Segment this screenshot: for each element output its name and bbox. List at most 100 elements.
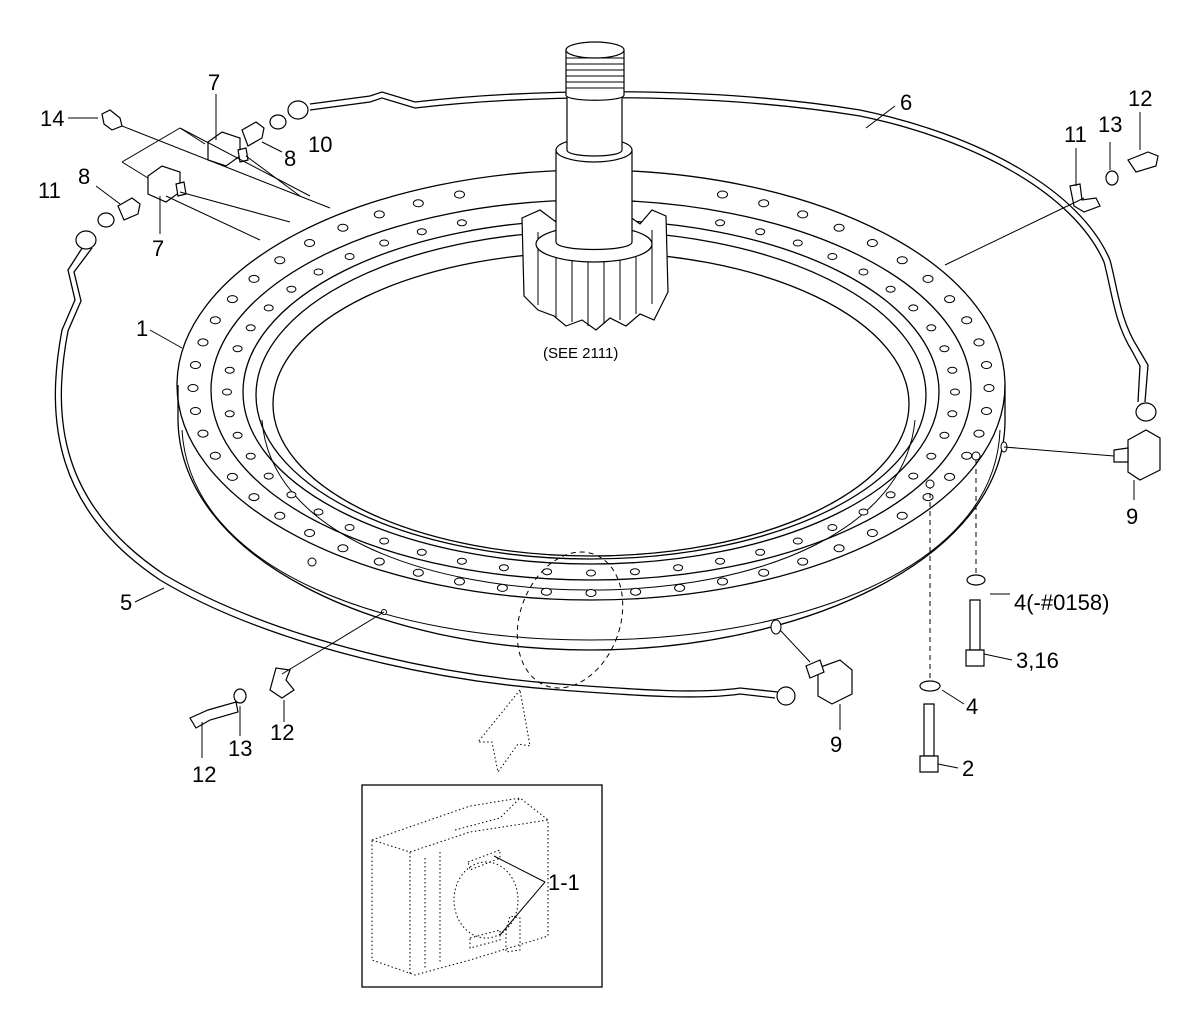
bolt-hole bbox=[908, 472, 919, 480]
bolt-hole bbox=[908, 304, 919, 312]
bolt-hole bbox=[540, 587, 552, 596]
callout-10-lower: 11 bbox=[38, 178, 61, 203]
bolt-hole bbox=[416, 228, 427, 236]
detail-view bbox=[361, 784, 603, 988]
bolt-hole bbox=[973, 429, 985, 438]
fitting-parts-right-top bbox=[944, 151, 1159, 266]
leader-lines-left bbox=[121, 125, 331, 241]
bolt-hole bbox=[412, 199, 424, 208]
bolt-hole bbox=[304, 239, 316, 247]
callout-1: 1 bbox=[136, 316, 148, 341]
bolt-hole bbox=[858, 508, 869, 516]
bolt-hole bbox=[286, 491, 297, 499]
bolt-hole bbox=[274, 511, 286, 520]
bolt-hole bbox=[885, 285, 896, 293]
bolt-hole bbox=[758, 568, 770, 577]
bolt-hole bbox=[922, 274, 934, 283]
callout-2: 2 bbox=[962, 756, 974, 781]
bolt-hole bbox=[373, 557, 385, 566]
bolt-hole bbox=[209, 451, 221, 460]
bolt-hole bbox=[858, 268, 869, 276]
bolt-hole bbox=[245, 324, 256, 332]
callout-8-lower: 8 bbox=[78, 164, 90, 189]
bolt-hole bbox=[717, 190, 728, 199]
bolt-hole bbox=[337, 223, 349, 232]
fitting-parts-left-bottom bbox=[189, 611, 385, 729]
bolt-hole bbox=[961, 451, 973, 460]
bolt-hole bbox=[232, 345, 243, 353]
bolt-hole bbox=[755, 228, 766, 236]
bolt-hole bbox=[792, 537, 803, 545]
bolt-hole bbox=[866, 239, 878, 247]
callout-4-a: 4 bbox=[966, 694, 978, 719]
bolt-hole bbox=[313, 508, 324, 516]
callout-12-left: 12 bbox=[192, 762, 216, 787]
bolt-hole bbox=[542, 568, 553, 576]
bolt-hole bbox=[947, 366, 958, 374]
bolt-hole bbox=[797, 557, 809, 566]
callout-7-lower: 7 bbox=[152, 236, 164, 261]
bolt-hole bbox=[190, 361, 201, 369]
bolt-hole bbox=[344, 253, 355, 260]
callout-13-left: 13 bbox=[228, 736, 252, 761]
callout-1-1: 1-1 bbox=[548, 870, 580, 895]
reference-note: (SEE 2111) bbox=[543, 345, 618, 362]
callout-labels: 14 7 8 10 8 11 7 1 5 6 11 13 12 9 4(-#01… bbox=[38, 70, 1152, 895]
bolt-hole bbox=[416, 548, 427, 556]
bolt-hole bbox=[263, 472, 274, 480]
bolt-hole bbox=[939, 345, 950, 353]
inner-bolt-holes bbox=[222, 219, 960, 577]
callout-8-upper: 8 bbox=[284, 146, 296, 171]
callout-4-b: 4(-#0158) bbox=[1014, 590, 1109, 615]
grease-line-5 bbox=[54, 241, 779, 699]
bolt-hole bbox=[222, 388, 232, 396]
callout-13-right: 13 bbox=[1098, 112, 1122, 137]
bolt-hole bbox=[926, 324, 937, 332]
callout-12-right: 12 bbox=[1128, 86, 1152, 111]
bolt-hole bbox=[304, 529, 316, 537]
bolt-hole bbox=[922, 493, 934, 502]
bolt-hole bbox=[939, 431, 950, 439]
bolt-hole bbox=[209, 316, 221, 325]
bolt-hole bbox=[674, 583, 686, 592]
callout-9-right: 9 bbox=[1126, 504, 1138, 529]
detail-arrow bbox=[476, 688, 531, 774]
bolt-hole bbox=[797, 210, 809, 219]
bolt-hole bbox=[190, 407, 201, 415]
bolt-hole bbox=[224, 410, 235, 418]
bolt-hole bbox=[344, 524, 355, 531]
bolt-hole bbox=[226, 295, 238, 304]
bolt-hole bbox=[944, 472, 956, 481]
bolt-hole bbox=[758, 199, 770, 208]
grease-port-b bbox=[971, 451, 981, 461]
bolt-hole bbox=[187, 384, 199, 392]
bolt-hole bbox=[456, 557, 467, 565]
callout-7-upper: 7 bbox=[208, 70, 220, 95]
bolt-hole bbox=[896, 511, 908, 520]
bolt-hole bbox=[454, 577, 465, 586]
bolt-hole bbox=[926, 452, 937, 460]
bolt-hole bbox=[496, 583, 508, 592]
bolt-hole bbox=[197, 429, 209, 438]
outer-bolt-holes bbox=[187, 190, 995, 597]
callout-leaders bbox=[68, 94, 1141, 769]
bolt-hole bbox=[981, 361, 992, 369]
bolt-hole bbox=[866, 529, 878, 537]
bolt-hole bbox=[498, 564, 509, 572]
bolt-hole bbox=[673, 564, 684, 572]
bolt-hole bbox=[981, 407, 992, 415]
bolt-hole bbox=[248, 274, 260, 283]
callout-6: 6 bbox=[900, 90, 912, 115]
bolt-hole bbox=[827, 524, 838, 531]
fitting-part-9-bottom bbox=[776, 629, 853, 706]
bolt-hole bbox=[885, 491, 896, 499]
bolt-hole bbox=[274, 256, 286, 265]
bolt-hole bbox=[717, 577, 728, 586]
bolt-hole bbox=[224, 366, 235, 374]
bolts-and-washers bbox=[919, 460, 986, 773]
bolt-hole bbox=[337, 544, 349, 553]
bolt-hole bbox=[961, 316, 973, 325]
bolt-hole bbox=[248, 493, 260, 502]
bolt-hole bbox=[586, 569, 596, 577]
